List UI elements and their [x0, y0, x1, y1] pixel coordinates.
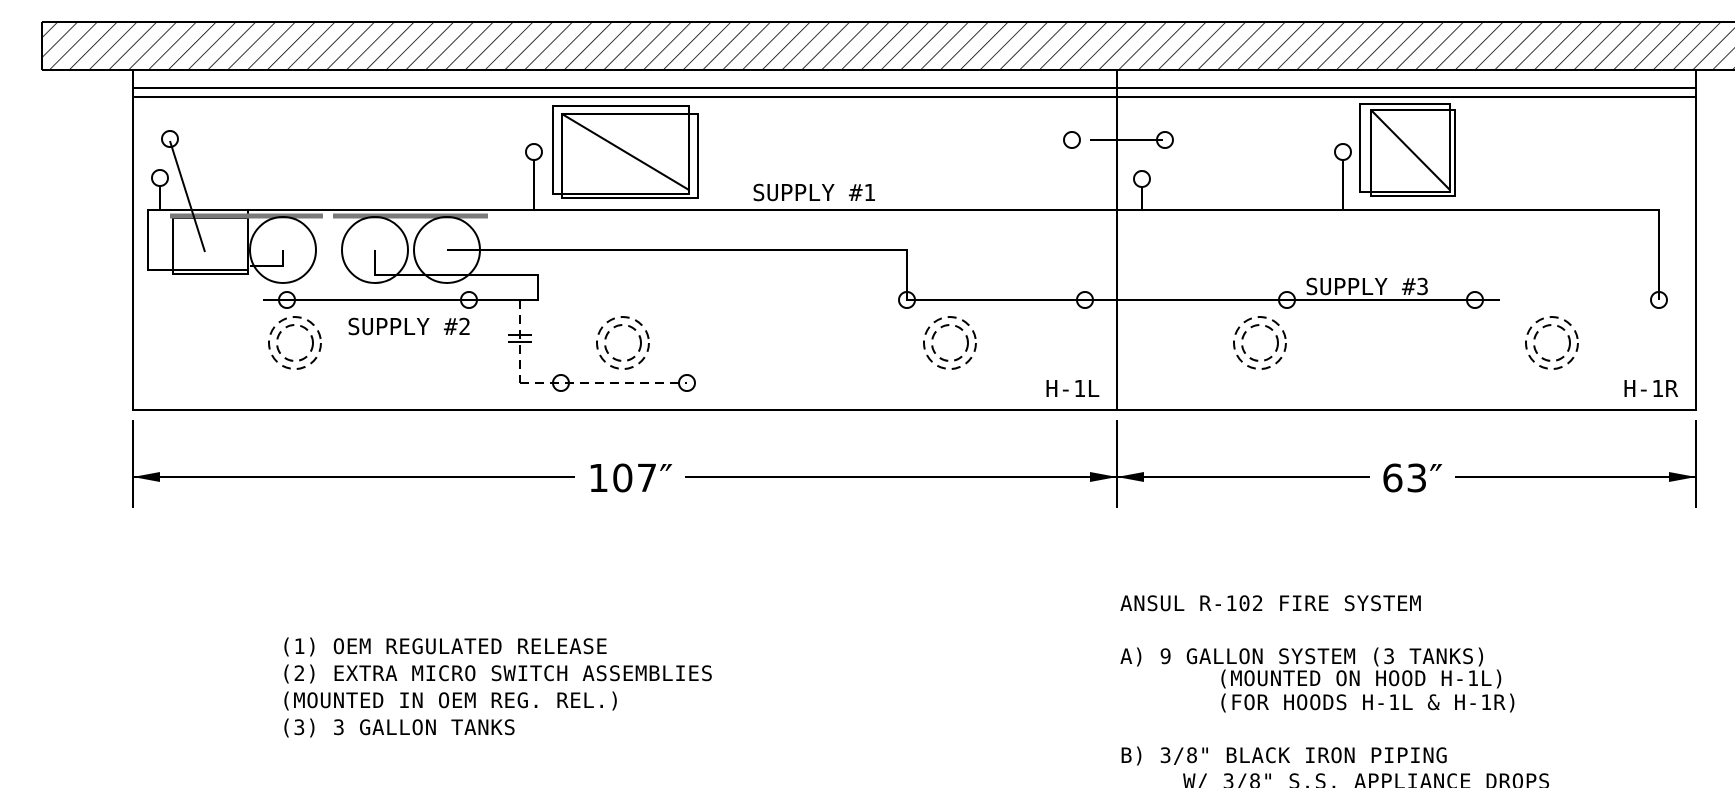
dimension-left: 107″: [587, 457, 674, 501]
supply-2-label: SUPPLY #2: [347, 315, 472, 341]
note-a: A) 9 GALLON SYSTEM (3 TANKS): [1120, 645, 1488, 669]
ceiling-hatch: [41, 21, 1735, 71]
nozzles: [151, 130, 1668, 392]
exhaust-duct-right: [1359, 103, 1456, 197]
note-a-sub: (MOUNTED ON HOOD H-1L): [1217, 667, 1506, 691]
note-line: (2) EXTRA MICRO SWITCH ASSEMBLIES: [280, 662, 714, 686]
note-line: (3) 3 GALLON TANKS: [280, 716, 517, 740]
supply-2-piping: [508, 300, 687, 384]
note-line: (MOUNTED IN OEM REG. REL.): [280, 689, 622, 713]
dimension-lines: [132, 420, 1697, 508]
supply-3-label: SUPPLY #3: [1305, 275, 1430, 301]
note-b: B) 3/8" BLACK IRON PIPING: [1120, 744, 1449, 768]
hood-h1l-label: H-1L: [1045, 377, 1100, 403]
note-a-sub: (FOR HOODS H-1L & H-1R): [1217, 691, 1519, 715]
oem-regulated-release: [147, 140, 488, 275]
system-title: ANSUL R-102 FIRE SYSTEM: [1120, 592, 1422, 616]
appliance-drops: [268, 316, 1579, 370]
hood-h1r-label: H-1R: [1623, 377, 1679, 403]
notes-right: ANSUL R-102 FIRE SYSTEM A) 9 GALLON SYST…: [1120, 592, 1551, 788]
exhaust-duct-left: [552, 105, 699, 199]
supply-1-label: SUPPLY #1: [752, 181, 877, 207]
note-line: (1) OEM REGULATED RELEASE: [280, 635, 609, 659]
notes-left: (1) OEM REGULATED RELEASE (2) EXTRA MICR…: [280, 635, 714, 740]
supply-1-piping: [148, 139, 1660, 301]
note-b-sub: W/ 3/8" S.S. APPLIANCE DROPS: [1183, 770, 1551, 788]
dimension-right: 63″: [1381, 457, 1444, 501]
hood-outline: [132, 69, 1697, 411]
agent-tanks: [249, 216, 539, 301]
